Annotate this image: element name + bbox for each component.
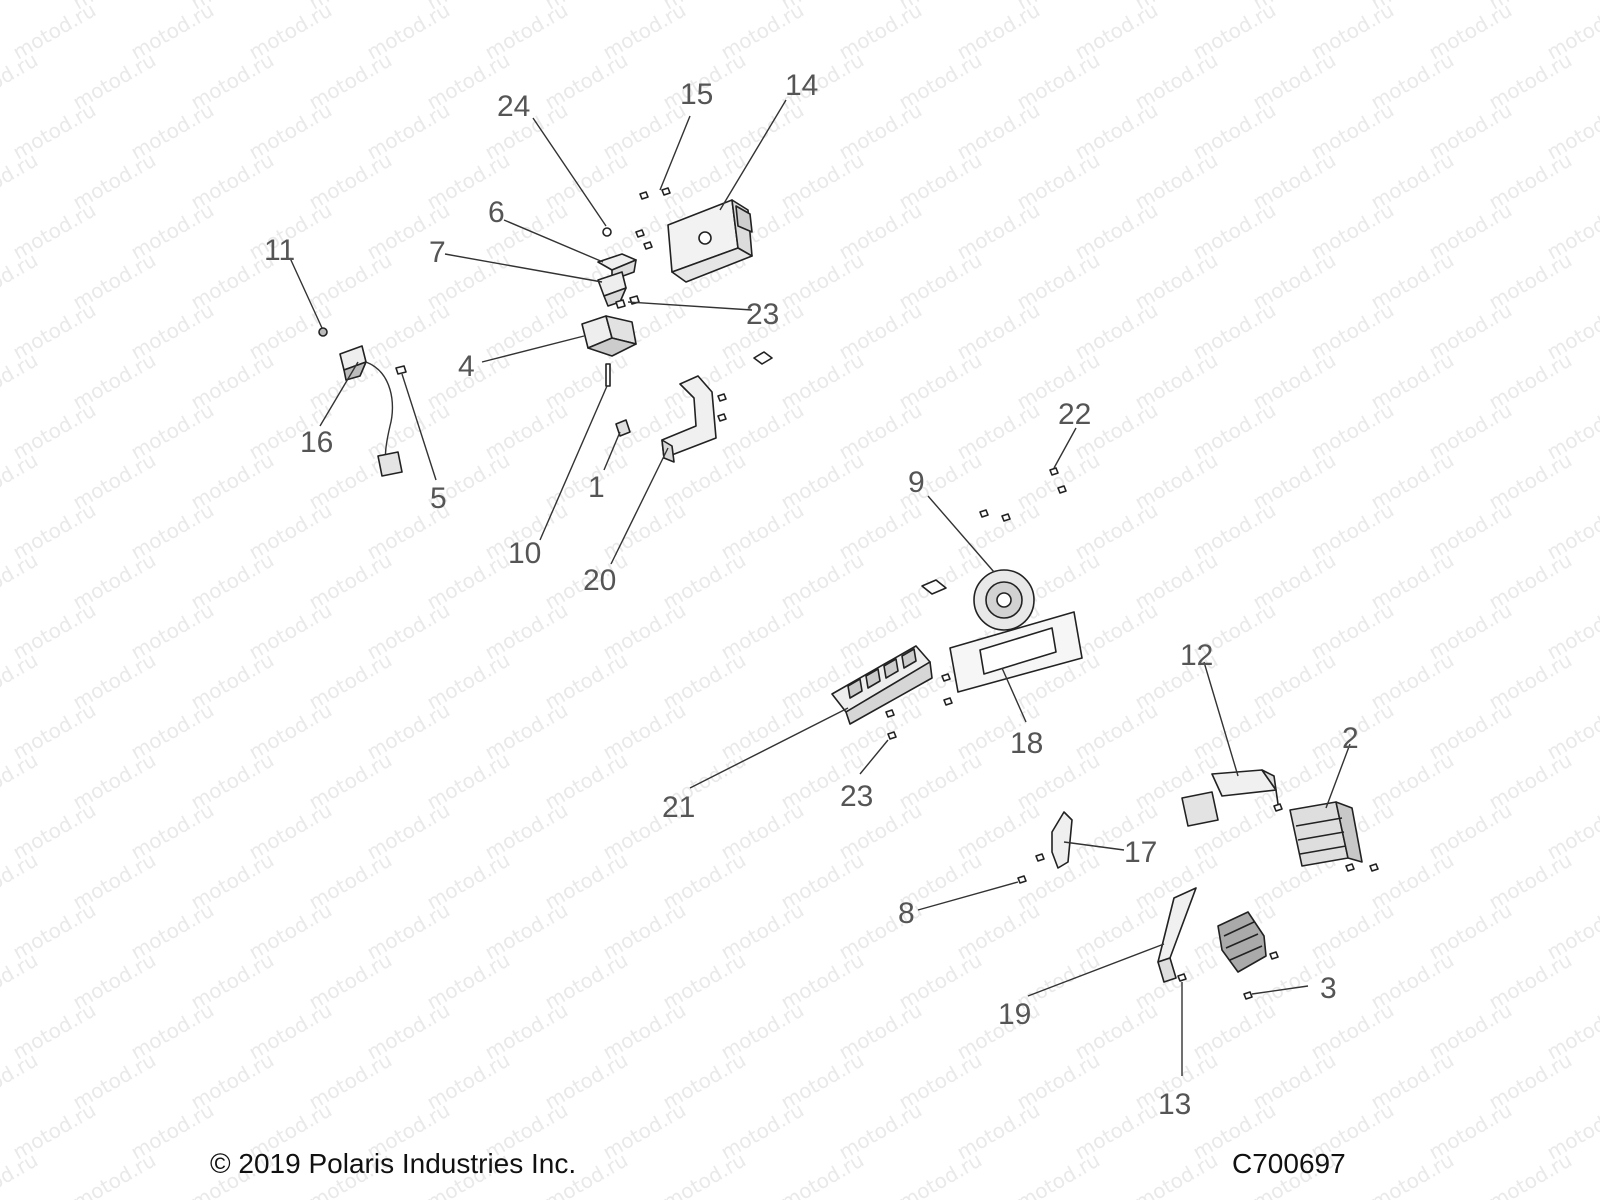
watermark-text: motod.ru — [659, 1148, 750, 1200]
part-14-ecu — [667, 199, 753, 283]
watermark-text: motod.ru — [0, 648, 42, 715]
leader-lines — [289, 99, 1351, 1076]
callout-6: 6 — [488, 196, 505, 229]
callout-2: 2 — [1342, 722, 1359, 755]
part-13-screw — [1177, 973, 1187, 982]
callout-17: 17 — [1124, 836, 1157, 869]
callout-5: 5 — [430, 482, 447, 515]
part-18-gasket-plate — [949, 611, 1083, 693]
part-2-regulator — [1289, 801, 1379, 872]
callout-11: 11 — [264, 234, 295, 267]
part-7-bracket — [597, 271, 627, 307]
watermark-text: motod.ru — [0, 948, 42, 1015]
callout-23-upper: 23 — [746, 298, 779, 331]
part-4-relay — [581, 315, 637, 357]
part-10-bolt — [605, 363, 611, 387]
watermark-text: motod.ru — [1485, 1148, 1576, 1200]
drawing-number: C700697 — [1232, 1148, 1346, 1179]
callout-4: 4 — [458, 350, 475, 383]
part-17-bracket — [1035, 811, 1073, 869]
part-9-horn — [921, 569, 1035, 631]
watermark-text: motod.ru — [69, 1148, 160, 1200]
callout-21: 21 — [662, 791, 695, 824]
part-19-regulator-body — [1217, 911, 1279, 973]
callout-10: 10 — [508, 537, 541, 570]
part-15-screws — [635, 187, 671, 250]
callout-14: 14 — [785, 69, 818, 102]
callout-16: 16 — [300, 426, 333, 459]
watermark-text: motod.ru — [0, 548, 42, 615]
watermark-text: motod.ru — [1131, 1148, 1222, 1200]
watermark-text: motod.ru — [0, 848, 42, 915]
watermark-text: motod.ru — [777, 1148, 868, 1200]
part-8-screw — [1017, 875, 1027, 884]
watermark-text: motod.ru — [0, 0, 42, 14]
callout-15: 15 — [680, 78, 713, 111]
part-23-screws-lower — [885, 673, 953, 740]
callout-22: 22 — [1058, 398, 1091, 431]
watermark-text: motod.ru — [0, 348, 42, 415]
part-24-fastener — [602, 227, 612, 237]
callout-18: 18 — [1010, 727, 1043, 760]
copyright-notice: © 2019 Polaris Industries Inc. — [210, 1148, 577, 1179]
callout-numbers: 24 15 14 6 7 11 23 4 16 5 1 10 20 22 9 1… — [264, 69, 1359, 1121]
part-20-bracket — [661, 351, 773, 463]
callout-12: 12 — [1180, 639, 1213, 672]
watermark-text: motod.ru — [0, 748, 42, 815]
callout-23-lower: 23 — [840, 780, 873, 813]
watermark-text: motod.ru — [0, 248, 42, 315]
callout-19: 19 — [998, 998, 1031, 1031]
watermark-text: motod.ru — [1013, 1148, 1104, 1200]
callout-1: 1 — [588, 471, 605, 504]
callout-20: 20 — [583, 564, 616, 597]
callout-8: 8 — [898, 897, 915, 930]
watermark-text: motod.ru — [0, 448, 42, 515]
callout-13: 13 — [1158, 1088, 1191, 1121]
part-5-screw — [395, 365, 407, 375]
part-3-screw — [1243, 991, 1253, 1000]
callout-9: 9 — [908, 466, 925, 499]
part-21-fuse-block — [831, 645, 933, 725]
part-19-bracket — [1157, 887, 1197, 983]
part-22-screws — [979, 467, 1067, 522]
watermark-text: motod.ru — [0, 1048, 42, 1115]
part-12-bracket — [1181, 769, 1283, 827]
callout-3: 3 — [1320, 972, 1337, 1005]
watermark-text: motod.ru — [895, 1148, 986, 1200]
watermark-text: motod.ru — [0, 148, 42, 215]
callout-24: 24 — [497, 90, 530, 123]
part-11-nut — [318, 327, 328, 337]
watermark-text: motod.ru — [0, 48, 42, 115]
watermark-text: motod.ru — [1367, 1148, 1458, 1200]
callout-7: 7 — [429, 236, 446, 269]
